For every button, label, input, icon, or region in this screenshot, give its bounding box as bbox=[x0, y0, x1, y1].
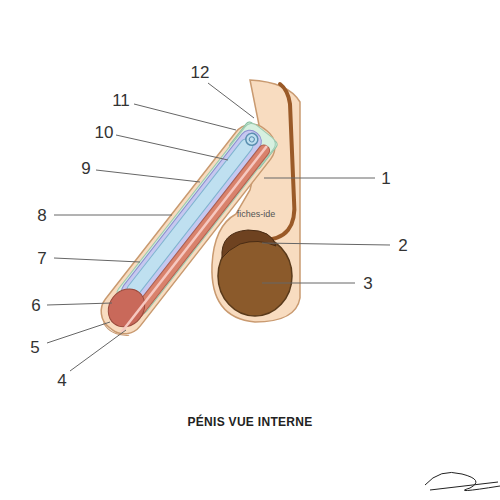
watermark: fiches-ide bbox=[237, 210, 276, 219]
leader-line bbox=[96, 170, 200, 182]
leader-line bbox=[134, 104, 236, 130]
leader-line bbox=[47, 303, 112, 305]
callout-number: 7 bbox=[37, 250, 46, 267]
callout-number: 8 bbox=[37, 207, 46, 224]
callout-number: 5 bbox=[30, 339, 39, 356]
cross-section-ring bbox=[243, 131, 260, 148]
leader-line bbox=[264, 178, 375, 179]
callout-number: 10 bbox=[95, 124, 114, 141]
leader-line bbox=[54, 258, 140, 262]
leader-line bbox=[208, 83, 254, 118]
callout-number: 4 bbox=[57, 372, 66, 389]
callout-number: 6 bbox=[31, 297, 40, 314]
callout-number: 9 bbox=[81, 160, 90, 177]
caption: PÉNIS VUE INTERNE bbox=[187, 416, 312, 428]
callout-number: 2 bbox=[398, 237, 407, 254]
callout-number: 1 bbox=[381, 170, 390, 187]
leader-lines bbox=[47, 83, 390, 371]
signature bbox=[425, 472, 500, 490]
cross-section-core bbox=[248, 136, 255, 143]
callout-number: 3 bbox=[363, 275, 372, 292]
leader-line bbox=[262, 283, 355, 284]
callout-number: 12 bbox=[191, 64, 210, 81]
leader-line bbox=[47, 322, 110, 343]
leader-line bbox=[262, 243, 390, 245]
leader-line bbox=[116, 135, 228, 160]
leader-line bbox=[54, 215, 172, 216]
leader-line bbox=[70, 330, 126, 371]
epididymis bbox=[222, 230, 276, 258]
callout-number: 11 bbox=[112, 92, 130, 109]
